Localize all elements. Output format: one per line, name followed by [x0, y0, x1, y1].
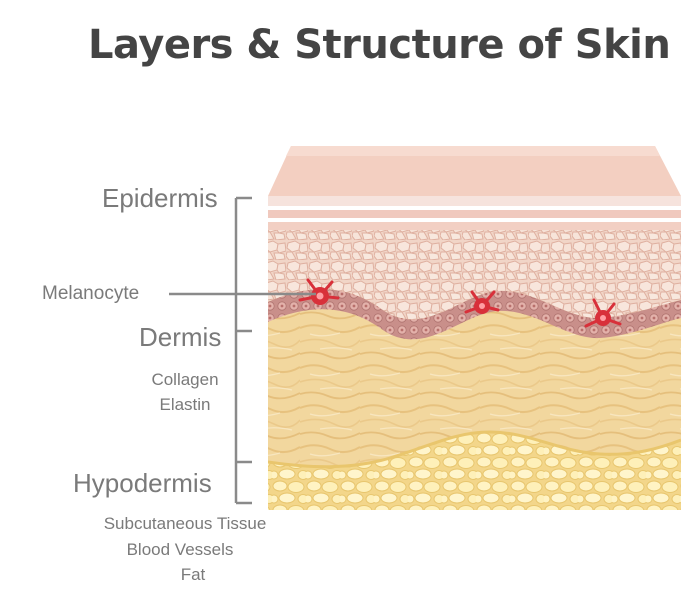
label-dermis: Dermis [139, 322, 222, 352]
label-fat: Fat [180, 565, 206, 584]
layer-bracket [234, 196, 252, 505]
label-blood-vessels: Blood Vessels [126, 540, 234, 559]
label-melanocyte: Melanocyte [42, 283, 140, 304]
basal-layer [268, 289, 681, 340]
label-epidermis: Epidermis [102, 183, 218, 213]
melanocyte-cell [584, 298, 622, 328]
label-elastin: Elastin [159, 395, 211, 414]
skin-surface [268, 146, 681, 196]
label-subcutaneous-tissue: Subcutaneous Tissue [103, 514, 267, 533]
label-collagen: Collagen [151, 370, 219, 389]
page-title: Layers & Structure of Skin [88, 22, 671, 68]
melanocyte-cell [464, 290, 500, 314]
dermis-layer [268, 289, 681, 480]
stratum-corneum [268, 196, 681, 206]
label-hypodermis: Hypodermis [73, 468, 212, 498]
melanocyte-cell [298, 278, 340, 302]
